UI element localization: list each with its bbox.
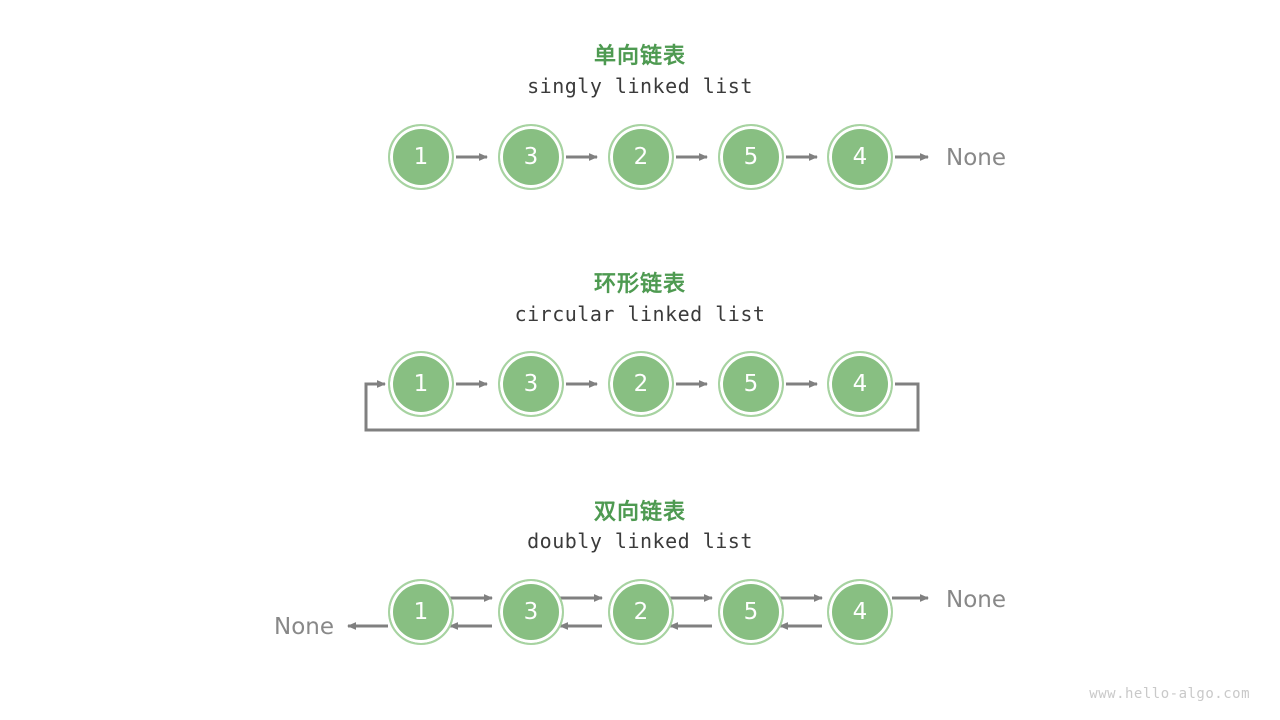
circular-node-4: 4 <box>827 351 893 417</box>
doubly-node-2: 2 <box>608 579 674 645</box>
doubly-node-1: 3 <box>498 579 564 645</box>
circular-node-1: 3 <box>498 351 564 417</box>
doubly-tail-none-label: None <box>946 587 1007 613</box>
watermark: www.hello-algo.com <box>1089 686 1250 702</box>
singly-node-0: 1 <box>388 124 454 190</box>
doubly-list-title: 双向链表 <box>593 499 686 524</box>
singly-node-3: 5 <box>718 124 784 190</box>
circular-list-title: 环形链表 <box>593 271 686 296</box>
singly-node-2: 2 <box>608 124 674 190</box>
circular-node-3: 5 <box>718 351 784 417</box>
singly-list-title: 单向链表 <box>593 43 686 68</box>
doubly-node-4: 4 <box>827 579 893 645</box>
circular-list-subtitle: circular linked list <box>514 302 766 326</box>
singly-tail-none-label: None <box>946 145 1007 171</box>
circular-node-0: 1 <box>388 351 454 417</box>
singly-list-subtitle: singly linked list <box>527 74 753 98</box>
circular-node-2: 2 <box>608 351 674 417</box>
singly-node-1: 3 <box>498 124 564 190</box>
doubly-node-0: 1 <box>388 579 454 645</box>
doubly-head-none-label: None <box>274 614 335 640</box>
doubly-node-3: 5 <box>718 579 784 645</box>
doubly-list-subtitle: doubly linked list <box>527 529 753 553</box>
singly-node-4: 4 <box>827 124 893 190</box>
